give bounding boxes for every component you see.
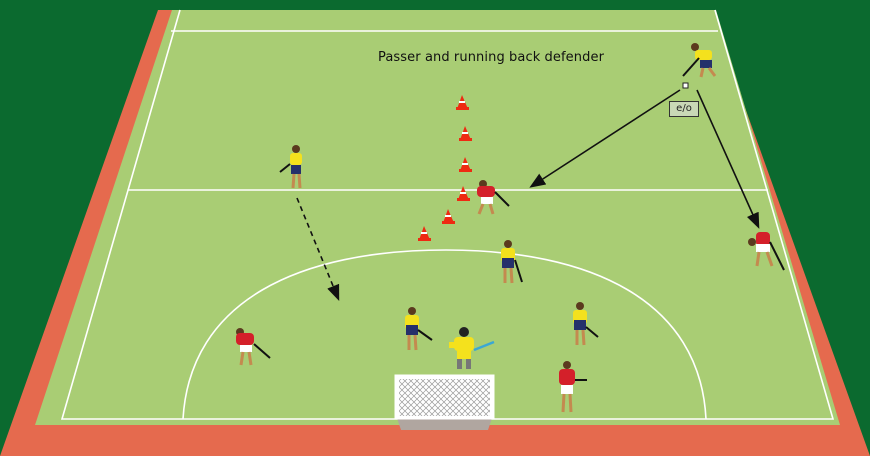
defender-red-icon <box>477 180 510 215</box>
cone-icon <box>442 209 455 224</box>
attacker-yellow-icon <box>279 145 302 189</box>
pass-arrow <box>529 89 681 188</box>
cone-icon <box>457 186 470 201</box>
defender-red-icon <box>748 232 785 271</box>
cone-icon <box>459 126 472 141</box>
eo-label: e/o <box>669 101 699 117</box>
arrows <box>296 89 760 301</box>
grass <box>35 10 840 425</box>
attacker-yellow-icon <box>501 240 523 284</box>
cones <box>418 95 472 241</box>
attacker-yellow-icon <box>405 307 433 351</box>
cone-icon <box>456 95 469 110</box>
goalkeeper-icon <box>449 327 495 369</box>
defender-red-icon <box>236 328 271 366</box>
shooting-circle <box>182 249 707 420</box>
attacker-yellow-icon <box>573 302 599 346</box>
ball-icon <box>682 82 689 89</box>
cone-icon <box>459 157 472 172</box>
drill-caption: Passer and running back defender <box>378 50 605 65</box>
attacker-yellow-icon <box>682 43 717 78</box>
run-arrow <box>696 89 760 229</box>
cone-icon <box>418 226 431 241</box>
defender-red-icon <box>559 361 587 413</box>
dribble-arrow <box>296 197 340 301</box>
goal-icon <box>394 374 495 430</box>
